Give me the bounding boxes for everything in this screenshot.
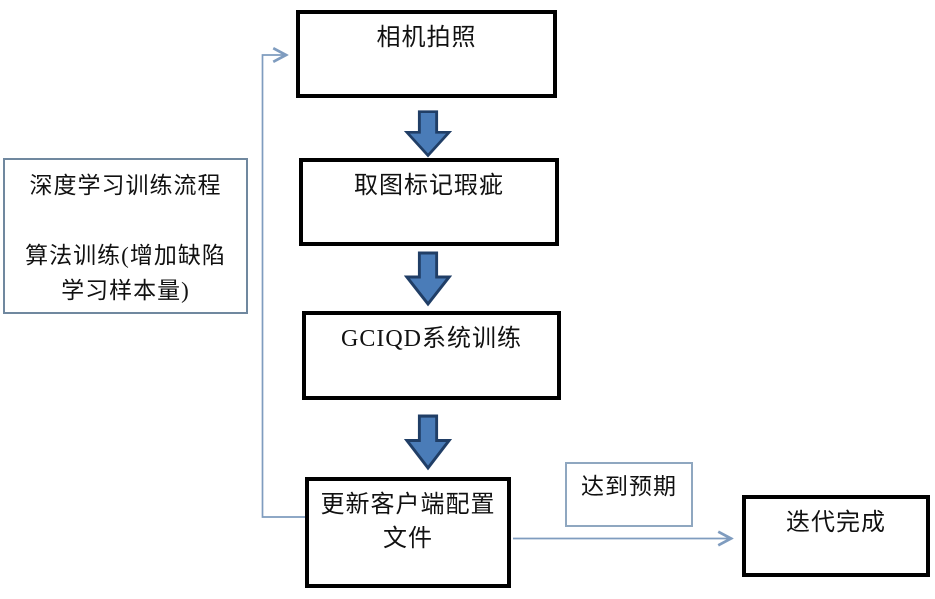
down-block-arrow-icon xyxy=(404,414,452,471)
down-block-arrow-shape xyxy=(404,414,452,471)
feedback-connector-update-to-camera xyxy=(261,55,305,518)
flowchart-node-camera-capture: 相机拍照 xyxy=(296,10,557,98)
flowchart-node-update-client-config: 更新客户端配置 文件 xyxy=(305,477,511,588)
flowchart-edge-label-expected: 达到预期 xyxy=(565,462,693,527)
flowchart-node-gciqd-training: GCIQD系统训练 xyxy=(302,311,561,400)
flowchart-node-mark-defects: 取图标记瑕疵 xyxy=(299,158,559,246)
down-block-arrow-shape xyxy=(404,251,452,307)
down-block-arrow-shape xyxy=(404,110,452,158)
flowchart-side-note: 深度学习训练流程 算法训练(增加缺陷 学习样本量) xyxy=(3,158,248,314)
down-block-arrow-icon xyxy=(404,110,452,158)
flowchart-node-iteration-complete: 迭代完成 xyxy=(742,495,930,577)
down-block-arrow-icon xyxy=(404,251,452,307)
